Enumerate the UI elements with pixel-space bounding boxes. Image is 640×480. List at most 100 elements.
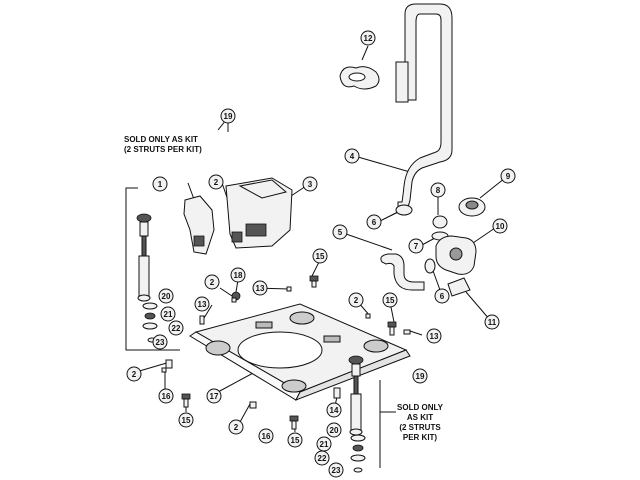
svg-text:2: 2 — [210, 278, 215, 287]
hose-clamp — [395, 204, 436, 274]
svg-text:6: 6 — [440, 292, 445, 301]
svg-text:7: 7 — [414, 242, 419, 251]
pump-cover — [458, 197, 486, 217]
callout-6b: 6 — [434, 288, 450, 304]
svg-text:10: 10 — [496, 222, 505, 231]
svg-text:21: 21 — [320, 440, 329, 449]
svg-text:SOLD ONLY AS KIT: SOLD ONLY AS KIT — [124, 135, 198, 144]
hood-assembly — [225, 177, 293, 249]
callout-13a: 13 — [252, 280, 268, 296]
svg-text:(2 STRUTS: (2 STRUTS — [399, 423, 441, 432]
callout-9: 9 — [500, 168, 516, 184]
svg-text:3: 3 — [308, 180, 313, 189]
callout-15b: 15 — [382, 292, 398, 308]
strut-washers-left — [142, 302, 158, 343]
svg-text:5: 5 — [338, 228, 343, 237]
svg-text:2: 2 — [354, 296, 359, 305]
screws — [161, 275, 411, 430]
hose-clip — [339, 66, 380, 90]
kit-note-left: SOLD ONLY AS KIT (2 STRUTS PER KIT) — [124, 135, 202, 154]
callout-23a: 23 — [152, 334, 168, 350]
svg-text:15: 15 — [386, 296, 395, 305]
suspension-bracket — [183, 195, 215, 255]
callout-13c: 13 — [426, 328, 442, 344]
svg-text:(2 STRUTS PER KIT): (2 STRUTS PER KIT) — [124, 145, 202, 154]
svg-text:11: 11 — [488, 318, 497, 327]
callout-13b: 13 — [194, 296, 210, 312]
svg-text:16: 16 — [162, 392, 171, 401]
callout-22a: 22 — [168, 320, 184, 336]
callout-1: 1 — [152, 176, 168, 192]
callout-2: 2 — [208, 174, 224, 190]
svg-text:22: 22 — [318, 454, 327, 463]
callout-8: 8 — [430, 182, 446, 198]
svg-text:14: 14 — [330, 406, 339, 415]
kit-note-right: SOLD ONLY AS KIT (2 STRUTS PER KIT) — [397, 403, 444, 442]
svg-text:2: 2 — [234, 423, 239, 432]
callout-21b: 21 — [316, 436, 332, 452]
callout-2d: 2 — [126, 366, 142, 382]
callout-16b: 16 — [258, 428, 274, 444]
callout-15d: 15 — [287, 432, 303, 448]
callout-11: 11 — [484, 314, 500, 330]
callout-18: 18 — [230, 267, 246, 283]
strut-right — [348, 355, 364, 436]
callout-7: 7 — [408, 238, 424, 254]
strut-left — [136, 213, 152, 302]
svg-text:17: 17 — [210, 392, 219, 401]
pump-bracket — [447, 277, 471, 297]
svg-text:4: 4 — [350, 152, 355, 161]
svg-text:12: 12 — [364, 34, 373, 43]
callout-19a: 19 — [220, 108, 236, 124]
svg-text:2: 2 — [214, 178, 219, 187]
svg-text:22: 22 — [172, 324, 181, 333]
callout-17: 17 — [206, 388, 222, 404]
callout-20b: 20 — [326, 422, 342, 438]
callout-12: 12 — [360, 30, 376, 46]
svg-text:1: 1 — [158, 180, 163, 189]
svg-text:AS KIT: AS KIT — [407, 413, 433, 422]
leader-lines — [135, 45, 506, 433]
callout-15a: 15 — [312, 248, 328, 264]
svg-text:16: 16 — [262, 432, 271, 441]
svg-text:9: 9 — [506, 172, 511, 181]
callout-14: 14 — [326, 402, 342, 418]
kit-bracket-right — [379, 380, 396, 468]
svg-text:8: 8 — [436, 186, 441, 195]
callout-15c: 15 — [178, 412, 194, 428]
callout-3: 3 — [302, 176, 318, 192]
svg-text:13: 13 — [256, 284, 265, 293]
svg-text:20: 20 — [162, 292, 171, 301]
svg-text:23: 23 — [156, 338, 165, 347]
svg-text:20: 20 — [330, 426, 339, 435]
svg-text:21: 21 — [164, 310, 173, 319]
svg-text:SOLD ONLY: SOLD ONLY — [397, 403, 444, 412]
callout-4: 4 — [344, 148, 360, 164]
callout-2e: 2 — [228, 419, 244, 435]
svg-text:19: 19 — [224, 112, 233, 121]
callout-21a: 21 — [160, 306, 176, 322]
svg-text:15: 15 — [182, 416, 191, 425]
svg-text:15: 15 — [291, 436, 300, 445]
callout-16a: 16 — [158, 388, 174, 404]
svg-text:18: 18 — [234, 271, 243, 280]
kit-bracket-left — [125, 187, 180, 351]
callout-group: 1 2 3 4 5 6 7 8 9 10 11 12 13 13 13 14 1… — [126, 30, 516, 478]
callout-19b: 19 — [412, 368, 428, 384]
svg-text:19: 19 — [416, 372, 425, 381]
base-plate — [189, 303, 411, 401]
svg-text:13: 13 — [430, 332, 439, 341]
callout-10: 10 — [492, 218, 508, 234]
strut-washers-right — [350, 434, 366, 473]
pump-hose — [380, 253, 425, 291]
callout-20a: 20 — [158, 288, 174, 304]
svg-text:PER KIT): PER KIT) — [403, 433, 438, 442]
svg-text:2: 2 — [132, 370, 137, 379]
svg-text:13: 13 — [198, 300, 207, 309]
callout-2c: 2 — [348, 292, 364, 308]
drain-pump — [435, 235, 477, 275]
callout-2b: 2 — [204, 274, 220, 290]
svg-text:23: 23 — [332, 466, 341, 475]
drain-hose — [395, 3, 453, 213]
